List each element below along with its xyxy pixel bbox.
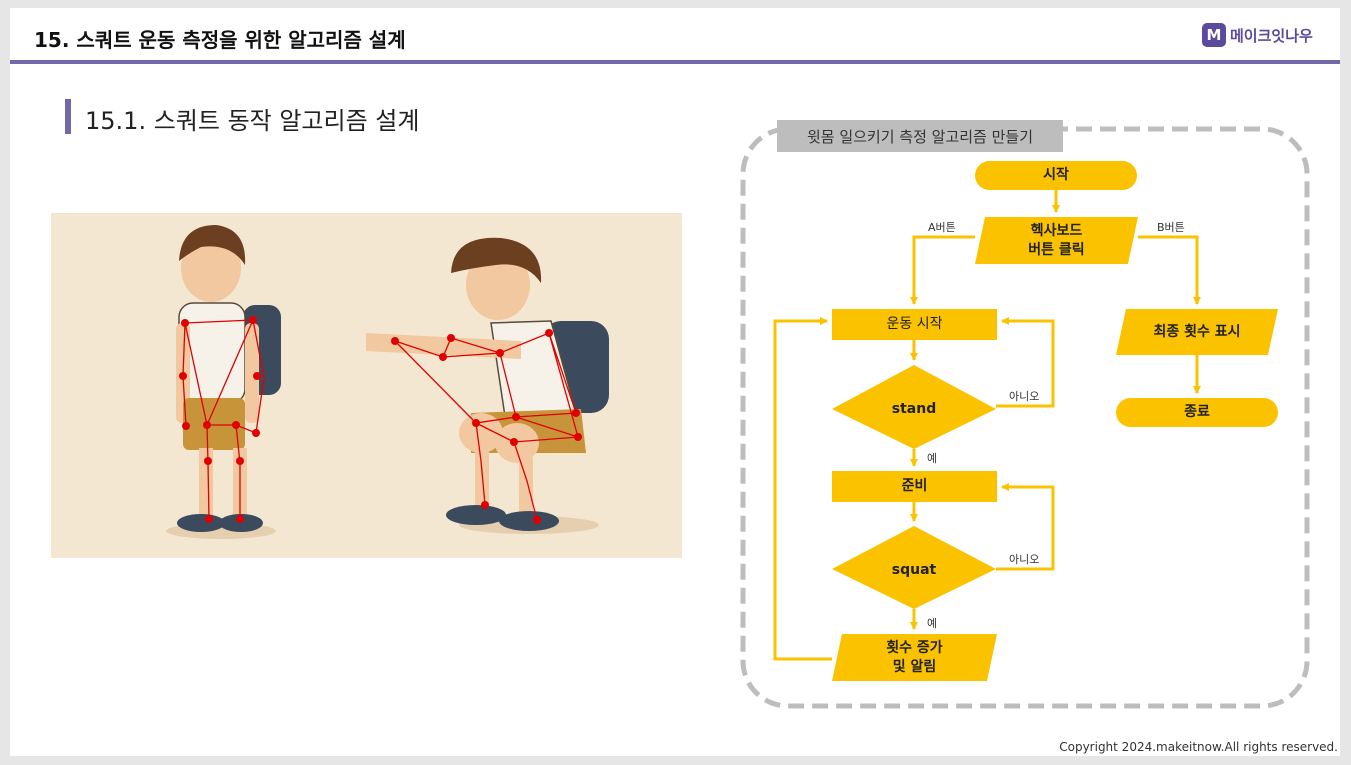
header-divider xyxy=(10,60,1340,64)
logo-icon: M xyxy=(1202,23,1226,47)
pose-figures-image xyxy=(166,225,609,539)
slide: 15. 스쿼트 운동 측정을 위한 알고리즘 설계 M 메이크잇나우 15.1.… xyxy=(10,8,1340,756)
node-count: 횟수 증가 및 알림 xyxy=(832,634,997,681)
edge-loop-back xyxy=(773,317,832,661)
logo-text: 메이크잇나우 xyxy=(1230,26,1313,45)
node-exercise-start: 운동 시작 xyxy=(886,316,943,332)
flowchart-title: 윗몸 일으키기 측정 알고리즘 만들기 xyxy=(777,120,1063,152)
brand-logo: M 메이크잇나우 xyxy=(1202,22,1313,48)
node-squat-shape xyxy=(832,526,996,609)
node-count-line2: 및 알림 xyxy=(892,658,937,675)
node-squat: squat xyxy=(891,561,937,578)
node-final-count-shape xyxy=(1116,309,1278,355)
node-hexaboard-line2: 버튼 클릭 xyxy=(1028,241,1085,258)
edge-label-b-button: B버튼 xyxy=(1157,221,1185,234)
node-ready: 준비 xyxy=(901,478,928,494)
edge-stand-no xyxy=(996,317,1055,408)
node-exercise-start-shape xyxy=(832,309,997,340)
copyright-footer: Copyright 2024.makeitnow.All rights rese… xyxy=(1059,740,1338,754)
node-hexaboard-line1: 헥사보드 xyxy=(1030,222,1083,239)
node-count-shape xyxy=(832,634,997,681)
squat-illustration xyxy=(51,213,682,558)
edge-label-stand-no: 아니오 xyxy=(1009,390,1040,403)
section-title: 15.1. 스쿼트 동작 알고리즘 설계 xyxy=(85,107,420,135)
node-hexaboard-shape xyxy=(975,217,1138,264)
edge-b-button xyxy=(1138,235,1201,305)
node-start: 시작 xyxy=(1043,167,1069,183)
node-stand-shape xyxy=(832,365,996,449)
node-hexaboard: 헥사보드 버튼 클릭 xyxy=(975,217,1138,264)
edge-label-a-button: A버튼 xyxy=(928,221,956,234)
edge-label-squat-yes: 예 xyxy=(927,617,938,630)
edge-label-squat-no: 아니오 xyxy=(1009,553,1040,566)
squatting-boy xyxy=(366,237,609,531)
standing-boy xyxy=(176,225,281,532)
node-count-line1: 횟수 증가 xyxy=(886,639,943,656)
section-accent-bar xyxy=(65,99,71,134)
node-ready-shape xyxy=(832,471,997,502)
node-final-count: 최종 횟수 표시 xyxy=(1153,323,1241,340)
flowchart-graphics xyxy=(740,126,1310,709)
page-title: 15. 스쿼트 운동 측정을 위한 알고리즘 설계 xyxy=(34,28,406,52)
edge-squat-no xyxy=(996,483,1055,571)
edge-label-stand-yes: 예 xyxy=(927,452,938,465)
node-start-shape xyxy=(975,161,1137,190)
node-end-shape xyxy=(1116,398,1278,427)
edge-a-button xyxy=(910,235,975,305)
node-stand: stand xyxy=(891,400,937,417)
node-end: 종료 xyxy=(1184,404,1210,420)
